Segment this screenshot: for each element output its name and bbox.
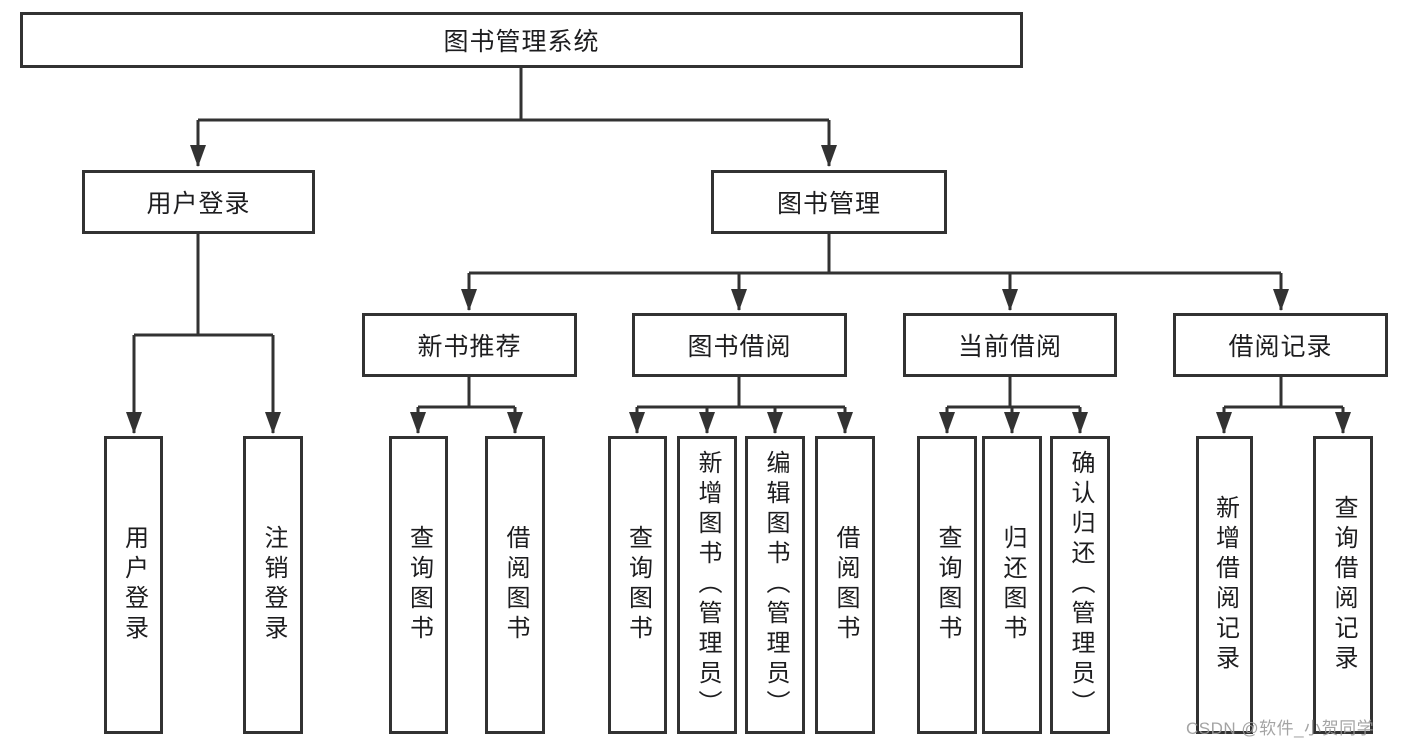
node-label: 用户登录: [120, 525, 148, 645]
node-label: 用户登录: [146, 190, 251, 218]
node-label: 当前借阅: [957, 333, 1062, 361]
node-label: 图书管理系统: [443, 28, 600, 56]
node-user-login-group: 用户登录: [82, 170, 315, 234]
node-label: 图书借阅: [687, 333, 792, 361]
node-book-borrowing: 图书借阅: [632, 313, 847, 377]
node-query-books-current: 查询图书: [917, 436, 977, 734]
node-label: 图书管理: [776, 190, 881, 218]
node-borrow-books-recommend: 借阅图书: [485, 436, 545, 734]
node-new-book-recommendation: 新书推荐: [362, 313, 577, 377]
node-label: 查询图书: [624, 525, 652, 645]
connector-trunk-lines: [134, 68, 1343, 409]
node-label: 查询图书: [934, 525, 961, 645]
node-edit-books-admin: 编辑图书（管理员）: [745, 436, 805, 734]
node-label: 借阅记录: [1228, 333, 1333, 361]
node-label: 新增借阅记录: [1211, 495, 1239, 675]
node-logout: 注销登录: [243, 436, 303, 734]
csdn-watermark: CSDN @软件_小贺同学: [1186, 719, 1375, 738]
node-confirm-return-admin: 确认归还（管理员）: [1050, 436, 1110, 734]
node-current-borrowing: 当前借阅: [903, 313, 1117, 377]
node-query-books-recommend: 查询图书: [389, 436, 448, 734]
node-label: 新增图书（管理员）: [694, 450, 721, 720]
node-add-books-admin: 新增图书（管理员）: [677, 436, 737, 734]
node-user-login: 用户登录: [104, 436, 163, 734]
node-label: 借阅图书: [502, 525, 529, 645]
node-label: 编辑图书（管理员）: [762, 450, 789, 720]
node-return-books: 归还图书: [982, 436, 1042, 734]
connector-arrows: [126, 120, 1351, 434]
node-book-management: 图书管理: [711, 170, 947, 234]
node-add-borrow-record: 新增借阅记录: [1196, 436, 1253, 734]
node-label: 借阅图书: [832, 525, 859, 645]
node-borrow-books: 借阅图书: [815, 436, 875, 734]
node-label: 新书推荐: [417, 333, 522, 361]
node-library-management-system: 图书管理系统: [20, 12, 1023, 68]
node-query-borrow-record: 查询借阅记录: [1313, 436, 1373, 734]
node-label: 查询图书: [405, 525, 433, 645]
node-label: 归还图书: [999, 525, 1026, 645]
node-label: 确认归还（管理员）: [1067, 450, 1094, 720]
node-borrowing-records: 借阅记录: [1173, 313, 1388, 377]
node-query-books-borrowing: 查询图书: [608, 436, 667, 734]
node-label: 注销登录: [260, 525, 287, 645]
node-label: 查询借阅记录: [1330, 495, 1357, 675]
